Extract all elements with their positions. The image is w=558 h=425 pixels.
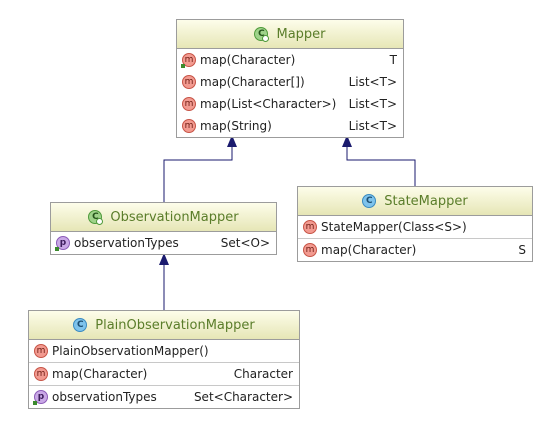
class-statemapper[interactable]: C StateMapper m StateMapper(Class<S>) m …	[297, 186, 533, 262]
member-type: Character	[233, 367, 293, 381]
method-icon: m	[303, 220, 317, 234]
edge-statemapper-mapper	[346, 142, 416, 186]
class-plainobservationmapper[interactable]: C PlainObservationMapper m PlainObservat…	[28, 310, 300, 409]
member-name: map(Character)	[200, 53, 296, 67]
member-name: map(String)	[200, 119, 272, 133]
field-section: p observationTypes Set<O>	[51, 232, 276, 254]
property-icon: p	[55, 236, 70, 251]
member-row[interactable]: m PlainObservationMapper()	[29, 340, 299, 362]
member-row[interactable]: m map(List<Character>) List<T>	[177, 93, 403, 115]
arrowhead-mapper-left	[227, 135, 237, 147]
property-icon: p	[33, 390, 48, 405]
member-name: observationTypes	[52, 390, 157, 404]
method-icon: m	[181, 53, 196, 68]
method-icon: m	[34, 344, 48, 358]
class-name: StateMapper	[384, 193, 468, 209]
member-row[interactable]: m map(Character[]) List<T>	[177, 71, 403, 93]
abstract-class-icon: C	[254, 27, 270, 42]
constructor-section: m PlainObservationMapper()	[29, 340, 299, 363]
member-type: List<T>	[348, 97, 397, 111]
member-type: List<T>	[348, 119, 397, 133]
class-icon: C	[362, 194, 377, 208]
constructor-section: m StateMapper(Class<S>)	[298, 216, 532, 239]
member-name: StateMapper(Class<S>)	[321, 220, 467, 234]
member-row[interactable]: p observationTypes Set<Character>	[29, 386, 299, 408]
abstract-class-icon: C	[88, 210, 104, 225]
class-name: Mapper	[276, 26, 326, 42]
member-row[interactable]: m map(String) List<T>	[177, 115, 403, 137]
method-section: m map(Character) Character	[29, 363, 299, 386]
method-icon: m	[182, 119, 196, 133]
member-type: Set<Character>	[193, 390, 293, 404]
class-header: C Mapper	[177, 20, 403, 49]
method-icon: m	[182, 75, 196, 89]
member-name: map(List<Character>)	[200, 97, 337, 111]
member-name: map(Character)	[52, 367, 148, 381]
member-name: observationTypes	[74, 236, 179, 250]
member-type: T	[389, 53, 397, 67]
method-section: m map(Character) S	[298, 239, 532, 261]
member-type: Set<O>	[220, 236, 270, 250]
member-row[interactable]: m map(Character) S	[298, 239, 532, 261]
member-row[interactable]: p observationTypes Set<O>	[51, 232, 276, 254]
member-name: PlainObservationMapper()	[52, 344, 209, 358]
member-row[interactable]: m map(Character) Character	[29, 363, 299, 385]
field-section: p observationTypes Set<Character>	[29, 386, 299, 408]
member-name: map(Character[])	[200, 75, 305, 89]
class-header: C ObservationMapper	[51, 203, 276, 232]
member-name: map(Character)	[321, 243, 417, 257]
member-row[interactable]: m map(Character) T	[177, 49, 403, 71]
arrowhead-observationmapper	[159, 253, 169, 265]
edge-observationmapper-mapper	[163, 142, 233, 202]
member-type: List<T>	[348, 75, 397, 89]
arrowhead-mapper-right	[342, 135, 352, 147]
method-icon: m	[34, 367, 48, 381]
class-header: C PlainObservationMapper	[29, 311, 299, 340]
class-name: ObservationMapper	[110, 209, 239, 225]
member-type: S	[518, 243, 526, 257]
member-row[interactable]: m StateMapper(Class<S>)	[298, 216, 532, 238]
class-icon: C	[73, 318, 88, 332]
class-observationmapper[interactable]: C ObservationMapper p observationTypes S…	[50, 202, 277, 255]
method-icon: m	[303, 243, 317, 257]
method-section: m map(Character) T m map(Character[]) Li…	[177, 49, 403, 137]
method-icon: m	[182, 97, 196, 111]
class-mapper[interactable]: C Mapper m map(Character) T m map(Charac…	[176, 19, 404, 138]
class-header: C StateMapper	[298, 187, 532, 216]
class-name: PlainObservationMapper	[95, 317, 255, 333]
